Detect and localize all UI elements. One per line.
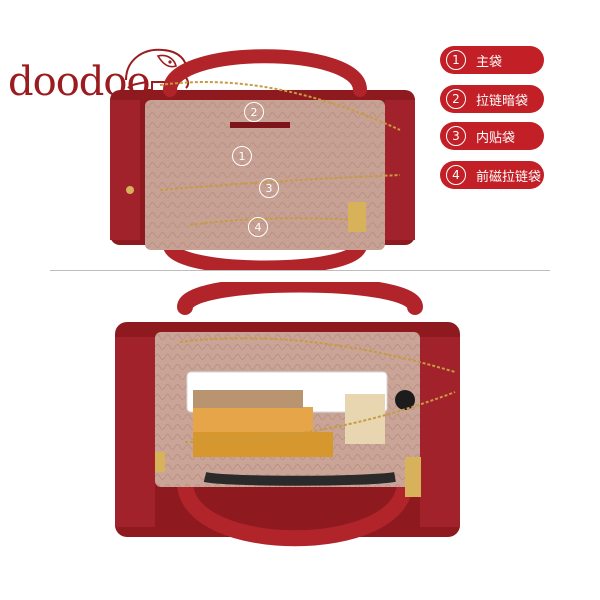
handbag-top-photo [110,49,415,270]
handbag-filled-photo [115,282,460,547]
legend-item-3: 3 内贴袋 [440,122,544,150]
legend-item-1: 1 主袋 [440,46,544,74]
section-divider [50,270,550,271]
legend-label: 主袋 [476,54,503,70]
legend-number: 4 [446,165,466,185]
legend-item-2: 2 拉链暗袋 [440,85,544,113]
legend-label: 前磁拉链袋 [476,169,542,185]
legend-item-4: 4 前磁拉链袋 [440,161,544,189]
legend-number: 3 [446,126,466,146]
legend-number: 1 [446,50,466,70]
legend-number: 2 [446,89,466,109]
legend-label: 内贴袋 [476,130,516,146]
brand-logo: doodoo [8,48,198,118]
compartment-marker-1: 1 [232,146,252,166]
legend-label: 拉链暗袋 [476,93,529,109]
compartment-marker-2: 2 [244,102,264,122]
compartment-marker-4: 4 [248,217,268,237]
compartment-marker-3: 3 [259,178,279,198]
